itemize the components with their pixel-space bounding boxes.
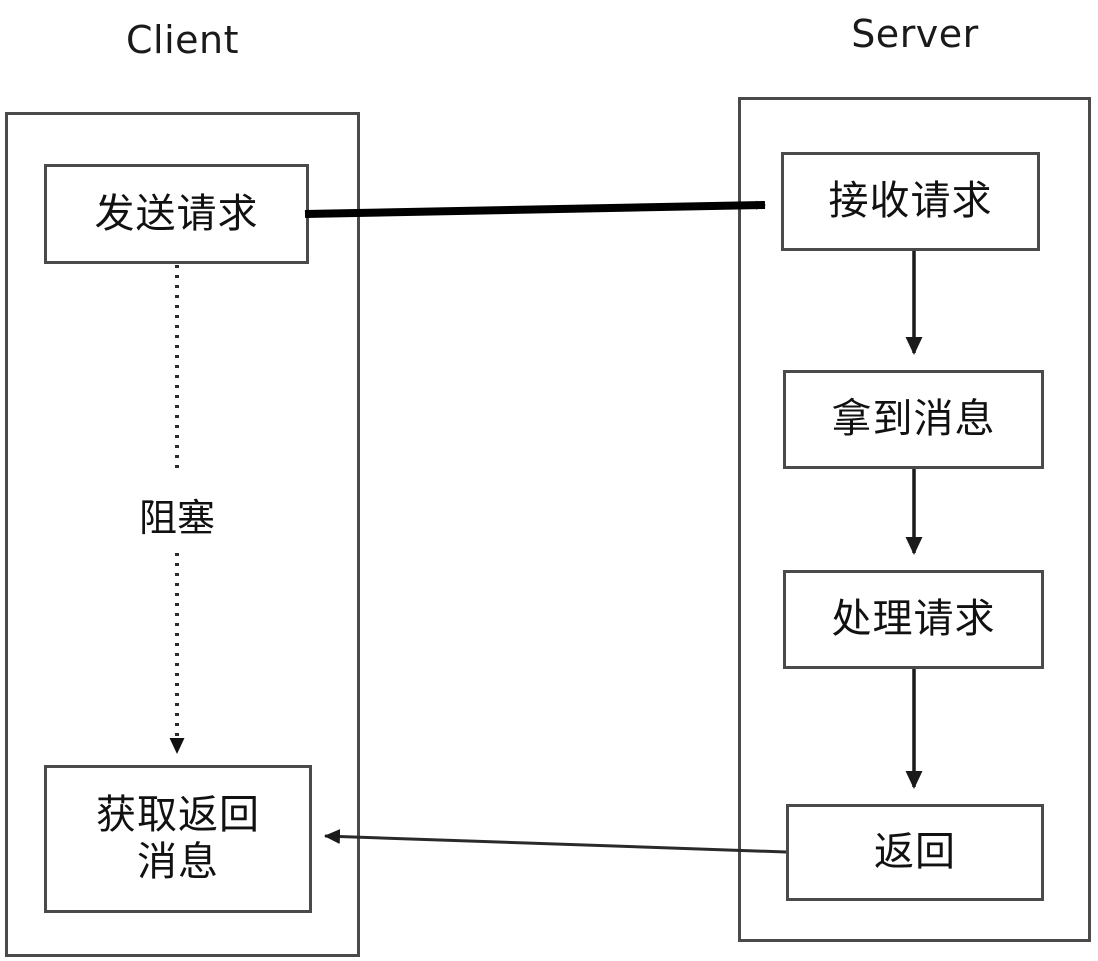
node-return[interactable]: 返回: [786, 804, 1044, 901]
node-return-label: 返回: [874, 829, 956, 876]
node-send-request-label: 发送请求: [94, 190, 259, 237]
node-get-response-line2: 消息: [137, 839, 219, 885]
node-receive-request-label: 接收请求: [828, 178, 993, 225]
node-get-message-label: 拿到消息: [831, 396, 996, 443]
node-get-response-line1: 获取返回: [96, 791, 260, 838]
client-lane-container: [5, 112, 360, 957]
node-send-request[interactable]: 发送请求: [44, 164, 309, 264]
node-get-response[interactable]: 获取返回 消息: [44, 765, 312, 913]
node-process-request-label: 处理请求: [831, 596, 996, 643]
node-receive-request[interactable]: 接收请求: [781, 152, 1040, 251]
connector-response-arrow: [324, 829, 787, 854]
server-lane-container: [738, 97, 1091, 942]
server-lane-title: Server: [851, 12, 979, 56]
connector-request-arrow: [304, 200, 766, 218]
client-lane-title: Client: [125, 18, 239, 62]
blocking-label: 阻塞: [138, 496, 215, 540]
node-process-request[interactable]: 处理请求: [783, 570, 1044, 669]
node-get-message[interactable]: 拿到消息: [783, 370, 1044, 469]
